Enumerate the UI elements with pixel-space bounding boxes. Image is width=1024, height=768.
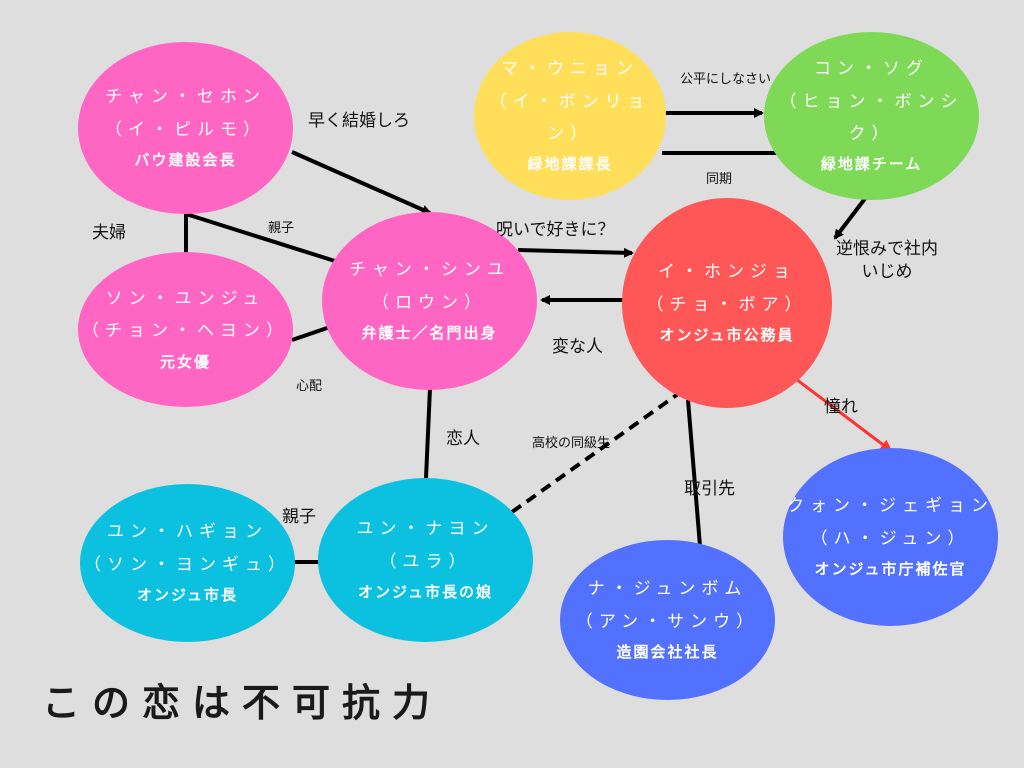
- node-role: オンジュ市長: [137, 586, 238, 605]
- line-shinyu-honjo: [517, 247, 634, 258]
- node-actor: （ヒョン・ボンシク）: [779, 91, 964, 144]
- relation-label-oyako-2: 親子: [282, 507, 316, 527]
- node-name: ユン・ナヨン: [356, 519, 495, 540]
- node-lee-honjo: イ・ホンジョ （チョ・ボア） オンジュ市公務員: [622, 198, 832, 408]
- relation-label-koujou: 公平にしなさい: [680, 72, 772, 87]
- node-name: コン・ソグ: [814, 59, 929, 80]
- relation-label-shinpai: 心配: [296, 379, 323, 394]
- node-name: チャン・シンユ: [349, 260, 510, 281]
- node-actor: （ハ・ジュン）: [810, 528, 971, 549]
- node-yun-nayon: ユン・ナヨン （ユラ） オンジュ市長の娘: [318, 478, 533, 642]
- node-actor: （チョン・ヘヨン）: [82, 321, 289, 342]
- node-chang-shinyu: チャン・シンユ （ロウン） 弁護士／名門出身: [322, 212, 537, 390]
- node-name: ソン・ユンジュ: [105, 288, 266, 309]
- node-role: オンジュ市長の娘: [358, 583, 493, 602]
- relation-label-akogare: 憧れ: [824, 397, 858, 417]
- node-name: クォン・ジェギョン: [787, 496, 994, 517]
- node-actor: （ロウン）: [372, 292, 487, 313]
- node-role: 緑地課課長: [527, 155, 613, 174]
- line-sehon-shinyu: [291, 150, 432, 215]
- relation-label-koibito: 恋人: [446, 429, 480, 449]
- node-name: イ・ホンジョ: [658, 262, 796, 283]
- relation-label-henna: 変な人: [552, 337, 603, 357]
- line-oyako-shinyu: [185, 212, 339, 264]
- node-actor: （イ・ピルモ）: [105, 119, 266, 140]
- node-role: オンジュ市庁補佐官: [814, 560, 967, 579]
- node-kwon-jegyon: クォン・ジェギョン （ハ・ジュン） オンジュ市庁補佐官: [783, 448, 998, 626]
- node-na-jungbom: ナ・ジュンボム （アン・サンウ） 造園会社社長: [560, 540, 775, 700]
- node-role: オンジュ市公務員: [659, 326, 795, 345]
- node-role: 弁護士／名門出身: [361, 324, 498, 343]
- node-kong-songu: コン・ソグ （ヒョン・ボンシク） 緑地課チーム: [764, 32, 979, 200]
- node-role: バウ建設会長: [134, 151, 237, 170]
- relation-label-noroi: 呪いで好きに？: [496, 220, 615, 240]
- relation-label-douki: 同期: [706, 172, 733, 187]
- node-name: マ・ウニョン: [501, 59, 639, 80]
- node-actor: （ユラ）: [379, 551, 472, 572]
- node-actor: （ソン・ヨンギュ）: [84, 554, 291, 575]
- relation-label-torihiki: 取引先: [684, 479, 735, 499]
- line-koibito: [424, 387, 432, 479]
- node-yun-hagyon: ユン・ハギョン （ソン・ヨンギュ） オンジュ市長: [80, 484, 295, 642]
- node-actor: （チョ・ボア）: [646, 294, 808, 315]
- line-torihiki: [686, 399, 702, 547]
- diagram-title: この恋は不可抗力: [42, 681, 443, 725]
- relation-label-oyako-1: 親子: [268, 221, 295, 236]
- relation-label-sakaurami: 逆恨みで社内 いじめ: [836, 239, 938, 282]
- node-ma-unjon: マ・ウニョン （イ・ボンリョン） 緑地課課長: [474, 32, 666, 200]
- node-chang-sehon: チャン・セホン （イ・ピルモ） バウ建設会長: [78, 42, 293, 214]
- node-name: ナ・ジュンボム: [587, 579, 748, 600]
- line-songu-honjo: [833, 194, 869, 240]
- node-name: ユン・ハギョン: [107, 522, 268, 543]
- node-actor: （イ・ボンリョン）: [489, 91, 651, 144]
- relation-label-doukyu: 高校の同級生: [532, 436, 611, 451]
- node-role: 元女優: [159, 352, 211, 371]
- node-actor: （アン・サンウ）: [575, 611, 760, 632]
- node-role: 造園会社社長: [616, 643, 719, 662]
- line-doukyu: [510, 392, 680, 514]
- relation-label-fufu: 夫婦: [92, 223, 126, 243]
- node-name: チャン・セホン: [105, 87, 266, 108]
- node-song-yunju: ソン・ユンジュ （チョン・ヘヨン） 元女優: [78, 252, 293, 407]
- node-role: 緑地課チーム: [820, 155, 923, 174]
- relation-label-hayaku: 早く結婚しろ: [308, 111, 410, 131]
